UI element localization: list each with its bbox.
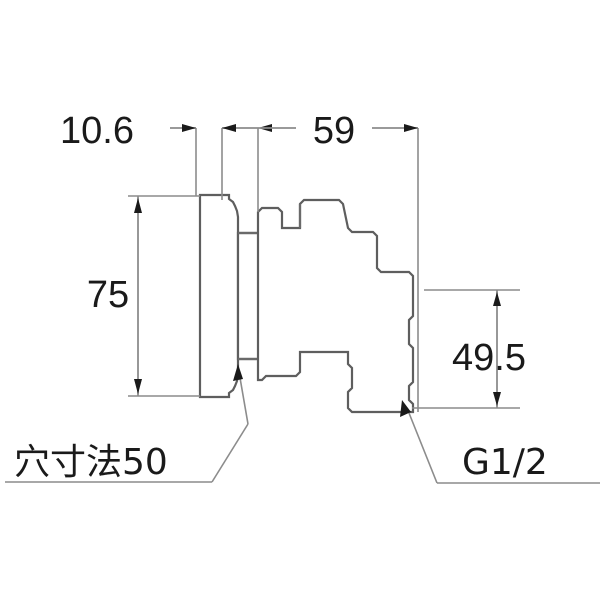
dimension-label-59: 59 — [313, 110, 355, 152]
note-hole-size-leader — [211, 423, 249, 483]
note-thread-leader — [406, 407, 438, 484]
note-hole-size-arrow — [233, 364, 243, 381]
note-hole-size-label: 穴寸法50 — [14, 442, 168, 483]
arrow-59-right — [404, 124, 418, 132]
arrow-75-top — [134, 198, 142, 213]
part-geometry — [198, 193, 415, 414]
arrow-10-6-left — [182, 124, 196, 132]
note-thread-group: G1/2 — [400, 400, 600, 484]
note-thread-label: G1/2 — [462, 442, 548, 483]
note-thread-arrow — [400, 400, 411, 417]
arrow-10-6-right — [222, 124, 236, 132]
dimension-label-75: 75 — [87, 274, 129, 316]
arrow-75-bottom — [134, 379, 142, 394]
note-hole-size-group: 穴寸法50 — [5, 364, 249, 483]
dimension-label-10-6: 10.6 — [60, 110, 134, 152]
note-hole-size-leader-upper — [238, 371, 249, 425]
horizontal-dimension-group: 10.6 59 — [60, 110, 419, 412]
vertical-dimension-75-group: 75 — [87, 195, 200, 397]
dimension-label-49-5: 49.5 — [452, 337, 526, 379]
flange-plate-outline — [198, 193, 240, 399]
arrow-49-5-bottom — [493, 392, 501, 406]
arrow-49-5-top — [493, 292, 501, 306]
body-outline — [256, 198, 415, 414]
vertical-dimension-49-5-group: 49.5 — [412, 289, 526, 409]
